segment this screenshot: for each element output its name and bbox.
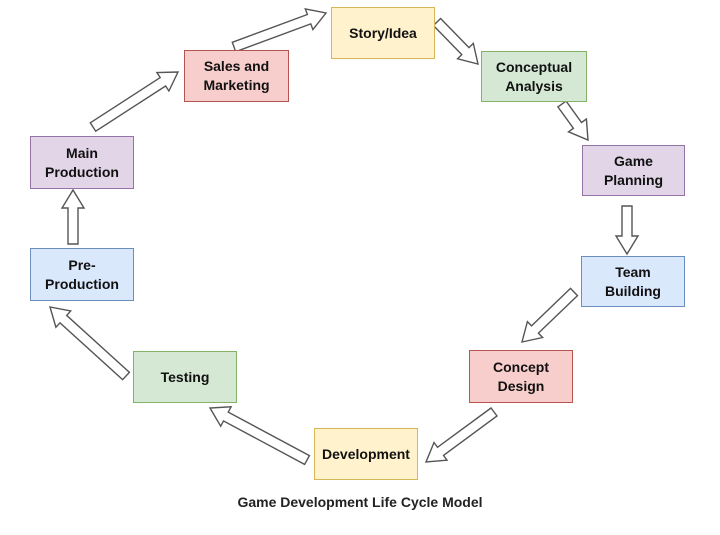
node-story-idea: Story/Idea (331, 7, 435, 59)
node-label: Main Production (45, 144, 119, 180)
node-concept-design: Concept Design (469, 350, 573, 403)
node-label: Team Building (605, 263, 661, 299)
node-testing: Testing (133, 351, 237, 403)
node-development: Development (314, 428, 418, 480)
node-game-planning: Game Planning (582, 145, 685, 196)
node-pre-production: Pre- Production (30, 248, 134, 301)
node-conceptual-analysis: Conceptual Analysis (481, 51, 587, 102)
node-team-building: Team Building (581, 256, 685, 307)
node-label: Sales and Marketing (203, 58, 270, 93)
node-label: Testing (160, 368, 210, 385)
arrow-story-idea-to-conceptual-analysis (432, 17, 479, 65)
arrow-development-to-testing (208, 406, 311, 466)
diagram-caption: Game Development Life Cycle Model (237, 494, 483, 510)
arrow-testing-to-pre-production (49, 306, 131, 381)
node-main-production: Main Production (30, 136, 134, 189)
node-label: Story/Idea (349, 24, 417, 41)
node-label: Concept Design (493, 358, 549, 394)
arrow-pre-production-to-main-production (60, 188, 86, 245)
arrow-team-building-to-concept-design (521, 287, 579, 343)
arrow-sales-and-marketing-to-story-idea (231, 7, 328, 53)
arrow-main-production-to-sales-and-marketing (89, 71, 180, 133)
arrow-concept-design-to-development (424, 407, 498, 463)
node-label: Conceptual Analysis (495, 58, 573, 94)
arrow-conceptual-analysis-to-game-planning (556, 100, 589, 142)
node-sales-and-marketing: Sales and Marketing (184, 50, 289, 102)
arrow-game-planning-to-team-building (614, 205, 640, 256)
node-label: Game Planning (603, 152, 664, 188)
node-label: Pre- Production (45, 256, 119, 292)
node-label: Development (322, 445, 410, 462)
